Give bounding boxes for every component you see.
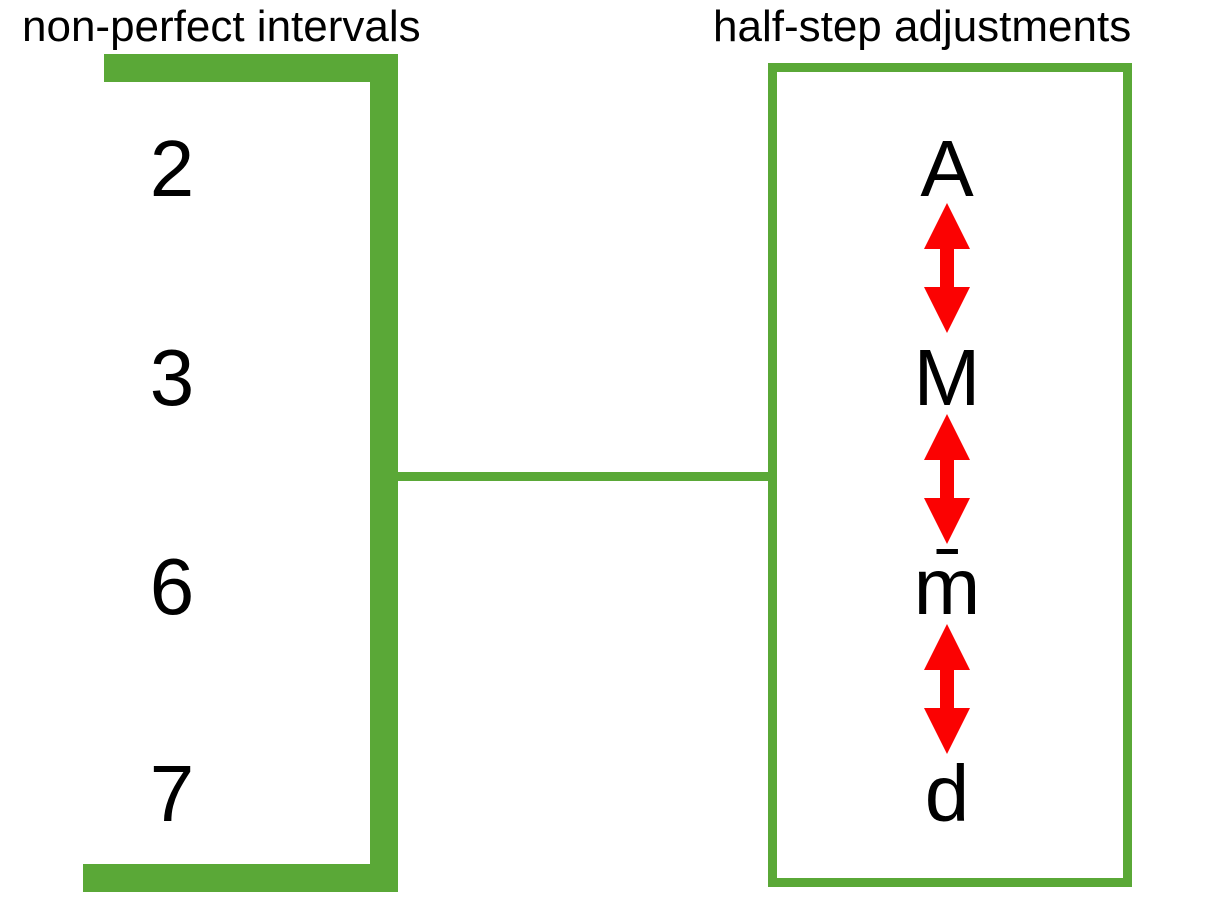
bracket-bottom-bar xyxy=(83,864,398,892)
quality-letter: M xyxy=(913,333,981,422)
interval-number: 7 xyxy=(149,749,195,838)
up-down-arrow-icon xyxy=(924,414,970,544)
arrow-down-head xyxy=(924,498,970,544)
bracket-top-bar xyxy=(104,54,398,82)
arrow-shaft xyxy=(940,243,954,293)
up-down-arrow-icon xyxy=(924,624,970,754)
arrow-shaft xyxy=(940,664,954,714)
connector-line xyxy=(396,472,772,481)
interval-number: 3 xyxy=(149,333,195,422)
arrow-up-head xyxy=(924,624,970,670)
right-panel-title: half-step adjustments xyxy=(713,2,1132,51)
up-down-arrow-icon xyxy=(924,203,970,333)
quality-letter: m̄ xyxy=(913,542,981,631)
interval-number: 6 xyxy=(149,542,195,631)
arrow-down-head xyxy=(924,287,970,333)
interval-number: 2 xyxy=(149,124,195,213)
arrow-up-head xyxy=(924,203,970,249)
adjustments-box xyxy=(768,63,1132,887)
quality-letter: A xyxy=(920,124,974,213)
left-panel-title: non-perfect intervals xyxy=(22,2,421,51)
arrow-shaft xyxy=(940,454,954,504)
quality-letter: d xyxy=(924,749,970,838)
arrow-up-head xyxy=(924,414,970,460)
bracket-vertical-bar xyxy=(370,54,398,892)
arrow-down-head xyxy=(924,708,970,754)
